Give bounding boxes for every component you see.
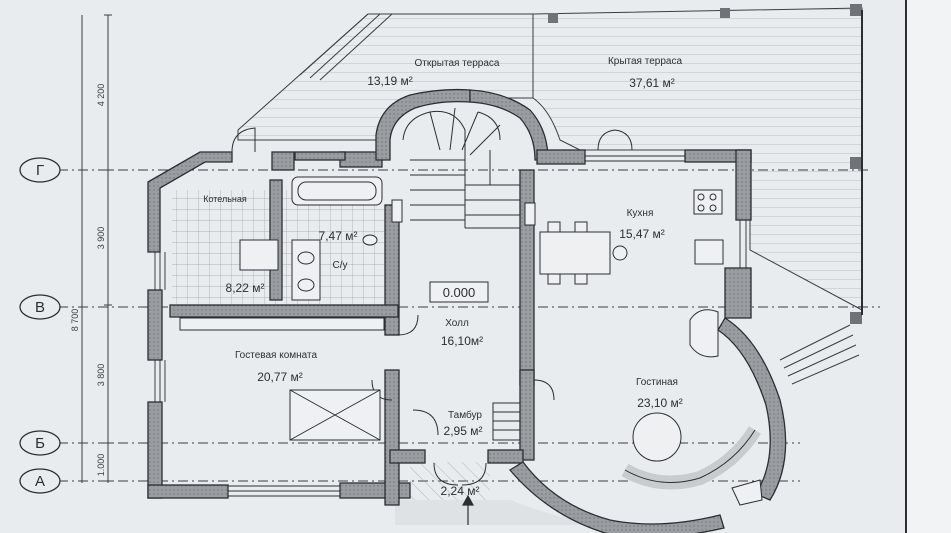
vestibule-area: 2,95 м² (444, 424, 483, 438)
covered-terrace-name: Крытая терраса (608, 56, 683, 67)
level-mark: 0.000 (429, 281, 489, 303)
kitchen-name: Кухня (627, 208, 654, 219)
terraces (237, 4, 863, 324)
dim-8700: 8 700 (70, 309, 80, 332)
windows (154, 155, 747, 497)
covered-terrace-area: 37,61 м² (629, 76, 675, 90)
open-terrace-area: 13,19 м² (367, 74, 413, 88)
boiler-name: Котельная (203, 194, 247, 204)
axis-label-v: В (35, 299, 45, 316)
vestibule-name: Тамбур (448, 409, 482, 421)
guest-name: Гостевая комната (235, 350, 318, 361)
staircase (402, 107, 521, 441)
fixtures (179, 176, 763, 506)
axis-label-g: Г (36, 162, 44, 179)
axis-label-a: А (35, 473, 45, 490)
room-labels: Открытая терраса 13,19 м² Крытая терраса… (203, 56, 683, 498)
boiler-area: 8,22 м² (226, 281, 265, 295)
axis-marker-b: Б (19, 430, 61, 456)
wc-name: С/у (333, 260, 348, 271)
page-margin (906, 0, 951, 533)
dim-1000: 1.000 (96, 454, 106, 477)
dimension-chain (78, 14, 112, 483)
dim-4200: 4 200 (96, 84, 106, 107)
open-terrace-name: Открытая терраса (415, 58, 500, 69)
entry-arrow (461, 494, 475, 525)
level-mark-value: 0.000 (443, 285, 476, 300)
dim-3900: 3 900 (96, 227, 106, 250)
axis-marker-v: В (19, 294, 61, 320)
kitchen-area: 15,47 м² (619, 227, 665, 241)
hall-name: Холл (445, 318, 469, 329)
wc-area: 7,47 м² (319, 229, 358, 243)
dim-3800: 3 800 (96, 364, 106, 387)
porch-area: 2,24 м² (441, 484, 480, 498)
hall-area: 16,10м² (441, 334, 483, 348)
axis-label-b: Б (35, 435, 45, 452)
axis-marker-g: Г (19, 157, 61, 183)
walls (147, 88, 787, 533)
dimension-texts: 4 200 3 900 8 700 3 800 1.000 (70, 84, 106, 477)
axis-markers: Г В Б А (19, 157, 61, 494)
living-name: Гостиная (636, 377, 678, 388)
guest-area: 20,77 м² (257, 370, 303, 384)
axis-marker-a: А (19, 468, 61, 494)
living-area: 23,10 м² (637, 396, 683, 410)
terrace-steps (779, 324, 860, 385)
